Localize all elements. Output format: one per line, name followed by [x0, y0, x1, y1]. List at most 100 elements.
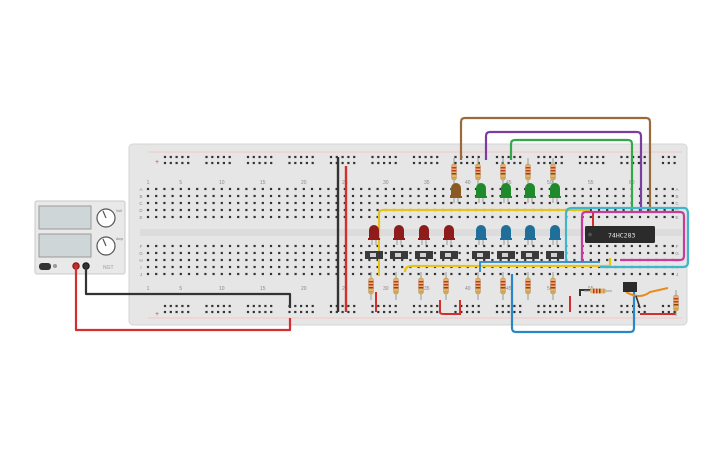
breadboard-hole[interactable]: [319, 201, 322, 205]
breadboard-hole[interactable]: [155, 194, 158, 198]
breadboard-hole[interactable]: [483, 272, 486, 276]
resistor[interactable]: [550, 272, 556, 300]
breadboard-hole[interactable]: [310, 187, 314, 191]
breadboard-hole[interactable]: [499, 187, 502, 191]
breadboard-hole[interactable]: [261, 258, 264, 262]
breadboard-hole[interactable]: [515, 258, 519, 262]
rail-hole[interactable]: [258, 155, 261, 159]
rail-hole[interactable]: [217, 304, 220, 308]
breadboard-hole[interactable]: [474, 201, 478, 205]
breadboard-hole[interactable]: [597, 187, 601, 191]
breadboard-hole[interactable]: [548, 258, 551, 262]
breadboard-hole[interactable]: [507, 258, 510, 262]
breadboard-hole[interactable]: [597, 251, 601, 255]
breadboard-hole[interactable]: [442, 272, 445, 276]
breadboard-hole[interactable]: [442, 258, 445, 262]
rail-hole[interactable]: [460, 161, 463, 165]
breadboard-hole[interactable]: [401, 187, 404, 191]
breadboard-hole[interactable]: [269, 208, 273, 212]
breadboard-hole[interactable]: [237, 208, 240, 212]
breadboard-hole[interactable]: [351, 272, 355, 276]
breadboard-hole[interactable]: [458, 272, 461, 276]
rail-hole[interactable]: [217, 161, 220, 165]
breadboard-hole[interactable]: [204, 265, 207, 269]
breadboard-hole[interactable]: [269, 194, 273, 198]
rail-hole[interactable]: [436, 161, 439, 165]
breadboard-hole[interactable]: [204, 194, 207, 198]
breadboard-hole[interactable]: [409, 201, 412, 205]
breadboard-hole[interactable]: [433, 272, 437, 276]
breadboard-hole[interactable]: [392, 244, 396, 248]
breadboard-hole[interactable]: [302, 201, 305, 205]
rail-hole[interactable]: [626, 310, 629, 314]
breadboard-hole[interactable]: [401, 244, 404, 248]
rail-hole[interactable]: [661, 304, 665, 308]
breadboard-hole[interactable]: [433, 215, 437, 219]
breadboard-hole[interactable]: [237, 194, 240, 198]
breadboard-hole[interactable]: [253, 244, 256, 248]
rail-hole[interactable]: [519, 161, 522, 165]
breadboard-hole[interactable]: [155, 244, 158, 248]
breadboard-hole[interactable]: [647, 187, 650, 191]
breadboard-hole[interactable]: [196, 194, 199, 198]
breadboard-hole[interactable]: [302, 258, 305, 262]
breadboard-hole[interactable]: [483, 258, 486, 262]
breadboard-hole[interactable]: [155, 187, 158, 191]
rail-hole[interactable]: [418, 155, 421, 159]
breadboard-hole[interactable]: [647, 201, 650, 205]
rail-hole[interactable]: [388, 304, 391, 308]
breadboard-hole[interactable]: [187, 244, 191, 248]
breadboard-hole[interactable]: [278, 208, 281, 212]
rail-hole[interactable]: [466, 161, 469, 165]
resistor[interactable]: [500, 158, 506, 186]
rail-hole[interactable]: [383, 161, 386, 165]
breadboard-hole[interactable]: [187, 258, 191, 262]
breadboard-hole[interactable]: [655, 272, 658, 276]
breadboard-hole[interactable]: [409, 258, 412, 262]
breadboard-hole[interactable]: [228, 187, 232, 191]
breadboard-hole[interactable]: [368, 244, 371, 248]
rail-hole[interactable]: [596, 304, 599, 308]
rail-hole[interactable]: [507, 310, 510, 314]
breadboard-hole[interactable]: [220, 187, 223, 191]
led-green[interactable]: [475, 183, 487, 203]
breadboard-hole[interactable]: [187, 208, 191, 212]
rail-hole[interactable]: [537, 161, 540, 165]
slide-switch[interactable]: [390, 251, 408, 259]
rail-hole[interactable]: [507, 304, 510, 308]
rail-hole[interactable]: [578, 161, 582, 165]
breadboard-hole[interactable]: [392, 194, 396, 198]
breadboard-hole[interactable]: [327, 208, 330, 212]
breadboard-hole[interactable]: [278, 194, 281, 198]
rail-hole[interactable]: [329, 310, 333, 314]
breadboard-hole[interactable]: [606, 258, 609, 262]
transistor[interactable]: [623, 282, 637, 292]
breadboard-hole[interactable]: [245, 208, 248, 212]
breadboard-hole[interactable]: [597, 272, 601, 276]
breadboard-hole[interactable]: [532, 272, 535, 276]
rail-hole[interactable]: [377, 155, 380, 159]
breadboard-hole[interactable]: [442, 201, 445, 205]
resistor[interactable]: [368, 272, 374, 300]
led-blue[interactable]: [524, 225, 536, 245]
breadboard-hole[interactable]: [278, 265, 281, 269]
breadboard-hole[interactable]: [458, 251, 461, 255]
rail-hole[interactable]: [412, 161, 416, 165]
breadboard-hole[interactable]: [368, 272, 371, 276]
breadboard-hole[interactable]: [573, 201, 576, 205]
breadboard-hole[interactable]: [606, 194, 609, 198]
breadboard-hole[interactable]: [319, 208, 322, 212]
breadboard-hole[interactable]: [425, 272, 428, 276]
breadboard-hole[interactable]: [532, 201, 535, 205]
rail-hole[interactable]: [377, 310, 380, 314]
breadboard-hole[interactable]: [163, 201, 166, 205]
rail-hole[interactable]: [543, 161, 546, 165]
breadboard-hole[interactable]: [294, 272, 297, 276]
breadboard-hole[interactable]: [671, 244, 674, 248]
rail-hole[interactable]: [643, 310, 646, 314]
breadboard-hole[interactable]: [368, 201, 371, 205]
rail-hole[interactable]: [388, 310, 391, 314]
breadboard-hole[interactable]: [556, 201, 560, 205]
breadboard-hole[interactable]: [319, 215, 322, 219]
breadboard-hole[interactable]: [253, 215, 256, 219]
